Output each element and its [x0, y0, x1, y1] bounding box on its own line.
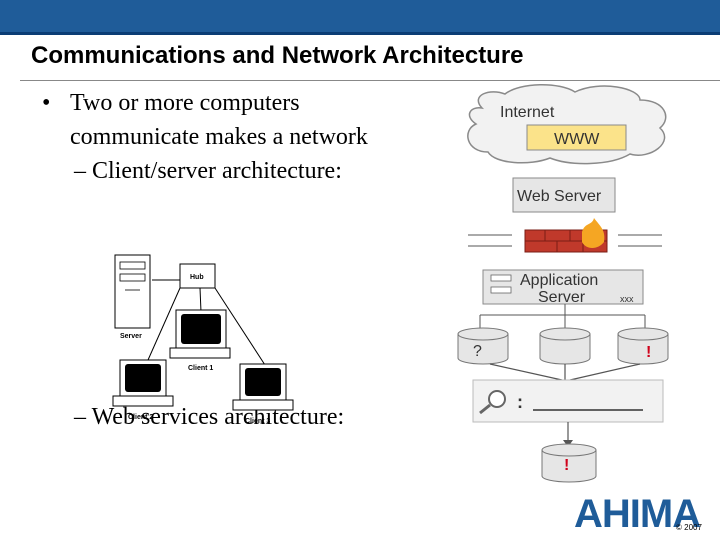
web-server-label: Web Server	[517, 188, 602, 205]
client-1-label: Client 1	[188, 365, 213, 372]
db-query-arrows	[489, 363, 641, 381]
database-left-mark: ?	[473, 343, 482, 360]
client-3-computer-icon	[232, 363, 294, 411]
hub-label: Hub	[190, 274, 204, 281]
database-middle-icon	[539, 327, 591, 365]
network-links	[147, 279, 266, 366]
app-code-label: xxx	[620, 294, 634, 304]
client-3-label: Client 3	[245, 418, 270, 425]
database-right-icon	[617, 327, 669, 365]
application-label: Application	[520, 272, 598, 289]
client-1-computer-icon	[169, 309, 231, 359]
firewall-icon	[524, 218, 608, 253]
server-tower-icon	[114, 254, 151, 329]
copyright-text: © 2007	[676, 523, 702, 532]
app-server-slot-icon	[490, 274, 512, 282]
internet-label: Internet	[500, 104, 555, 121]
bullet-1-line-1: Two or more computers	[70, 90, 300, 116]
server-label: Server	[120, 333, 142, 340]
result-arrowhead	[563, 440, 573, 447]
client-2-computer-icon	[112, 359, 174, 407]
internet-cloud-icon	[467, 84, 667, 165]
firewall-lines	[468, 234, 662, 247]
hub-box	[179, 263, 216, 289]
header-bar	[0, 0, 720, 32]
result-database-icon	[541, 443, 597, 483]
app-server-slot-icon	[490, 286, 512, 294]
server-label: Server	[538, 289, 586, 306]
search-colon: :	[517, 392, 523, 412]
www-box	[526, 124, 627, 151]
slide-title: Communications and Network Architecture	[31, 42, 524, 69]
app-db-links	[479, 304, 646, 330]
database-right-mark: !	[646, 344, 651, 361]
bullet-1-line-2: communicate makes a network	[70, 124, 368, 150]
result-mark: !	[564, 457, 569, 474]
database-left-icon	[457, 327, 509, 365]
header-underline	[0, 32, 720, 35]
sub-bullet-web-services: – Web services architecture:	[74, 404, 345, 430]
client-2-label: Client 2	[128, 414, 153, 421]
title-rule	[20, 80, 720, 81]
web-server-box	[512, 177, 616, 213]
bullet-dot: •	[42, 90, 51, 116]
sub-bullet-client-server: – Client/server architecture:	[74, 158, 342, 184]
ahima-logo: AHIMA	[574, 492, 701, 536]
www-label: WWW	[554, 131, 600, 148]
magnifier-icon	[479, 390, 506, 415]
